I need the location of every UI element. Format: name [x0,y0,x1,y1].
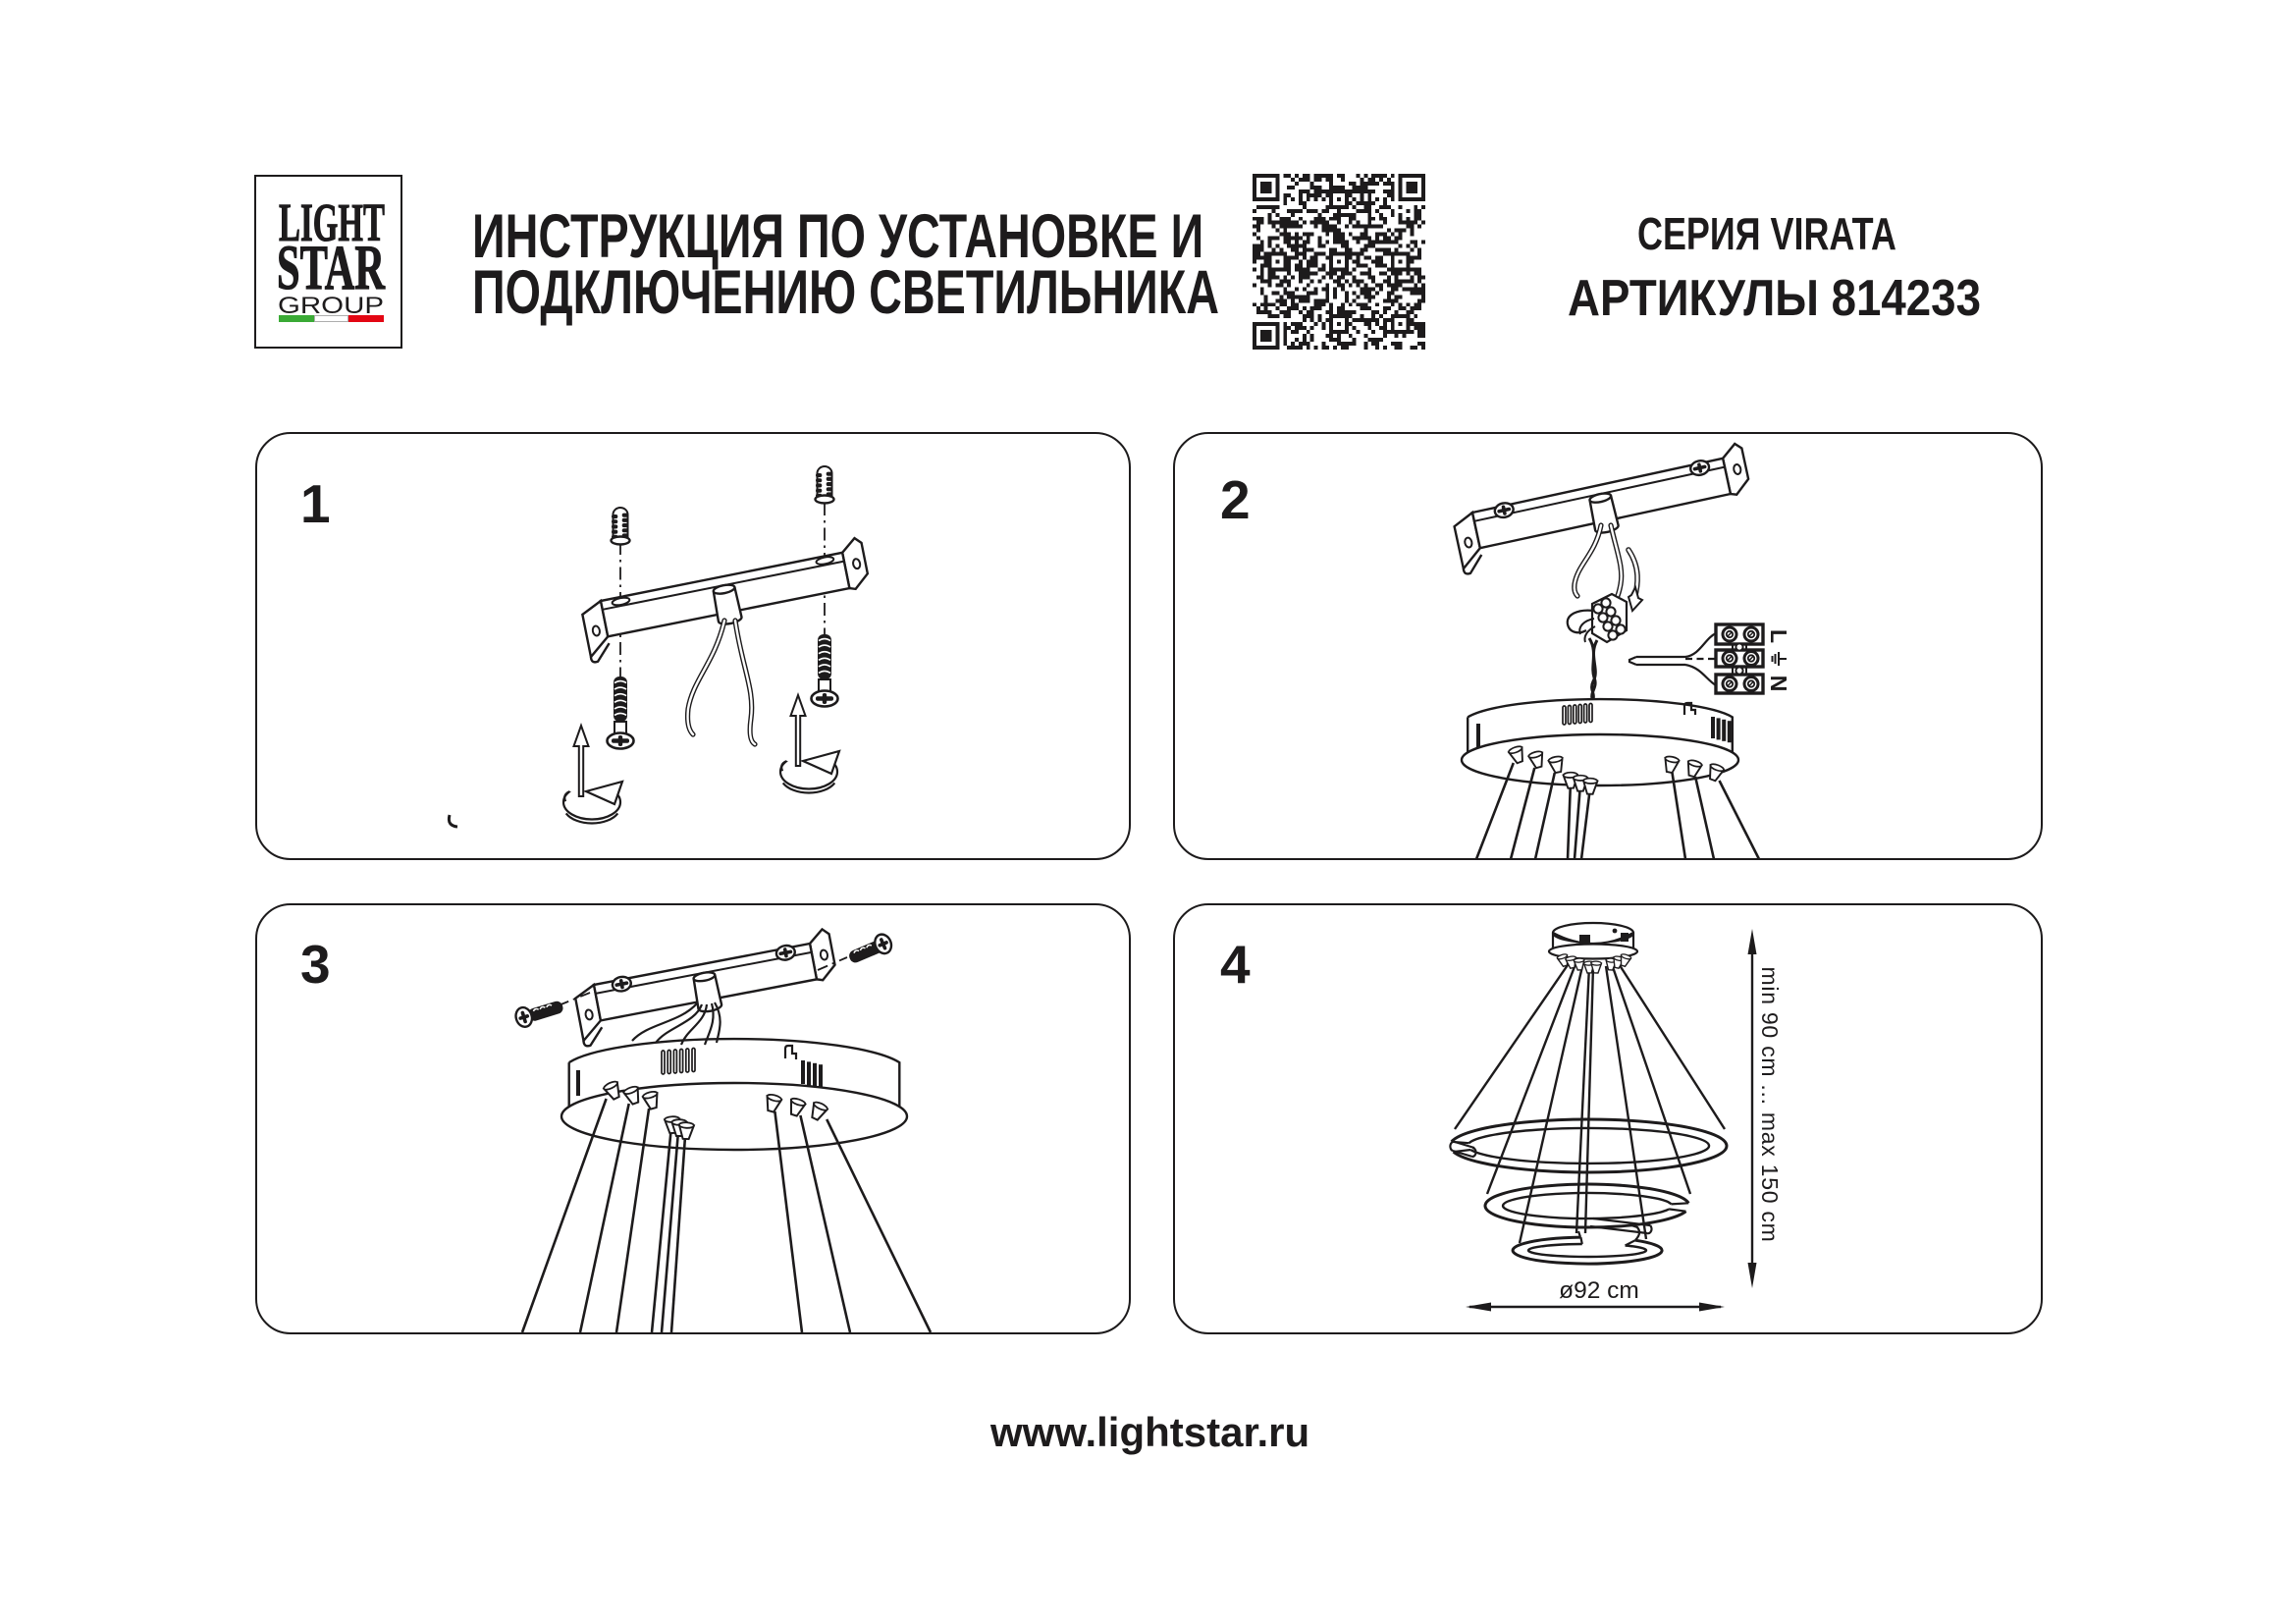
svg-text:min 90 cm ... max 150 cm: min 90 cm ... max 150 cm [1757,966,1783,1242]
svg-text:N: N [1766,676,1791,692]
svg-text:GROUP: GROUP [278,293,384,319]
svg-text:2: 2 [1220,469,1251,530]
svg-text:LIGHT: LIGHT [279,192,385,252]
svg-text:ø92 cm: ø92 cm [1559,1277,1639,1304]
svg-text:3: 3 [300,934,331,995]
svg-text:L: L [1766,629,1791,643]
svg-text:4: 4 [1220,934,1251,995]
svg-text:1: 1 [300,473,331,534]
svg-text:STAR: STAR [277,233,386,303]
